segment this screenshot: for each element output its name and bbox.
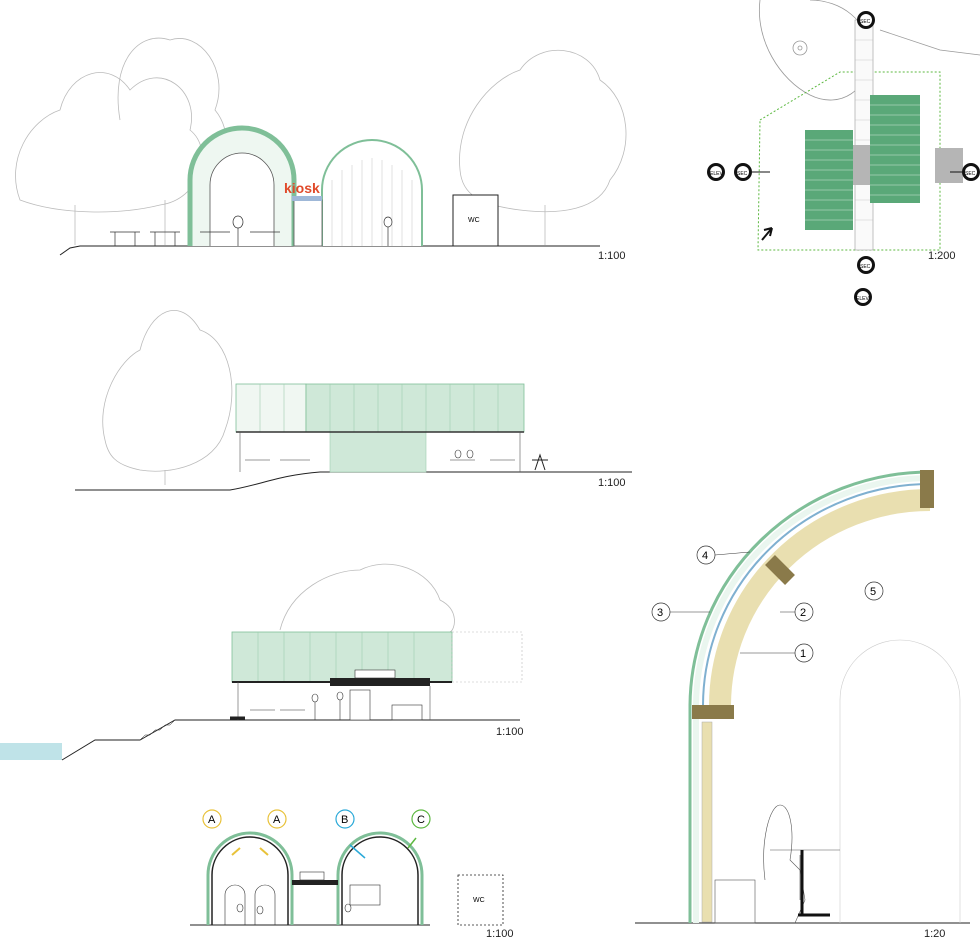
kiosk-sign: kiosk (284, 180, 320, 196)
svg-text:3: 3 (657, 607, 663, 619)
svg-text:A: A (273, 814, 281, 826)
callout-2: 2 (794, 602, 814, 622)
svg-text:B: B (341, 814, 348, 826)
svg-text:ELEV: ELEV (710, 171, 723, 177)
sec-marker-bottom: SEC ELEV (854, 256, 875, 306)
scale-label: 1:100 (496, 726, 524, 738)
callout-c: C (411, 809, 431, 829)
long-section: 1:100 (0, 550, 640, 761)
scale-label: 1:100 (598, 250, 626, 262)
svg-text:A: A (208, 814, 216, 826)
side-elevation-drawing (75, 310, 632, 491)
svg-text:2: 2 (800, 607, 806, 619)
wc-label: WC (473, 897, 485, 904)
front-elevation-drawing: kiosk WC (15, 37, 627, 256)
svg-text:5: 5 (870, 586, 876, 598)
svg-text:SEC: SEC (737, 171, 748, 177)
callout-5: 5 (864, 581, 884, 601)
svg-text:4: 4 (702, 550, 708, 562)
svg-text:SEC: SEC (860, 19, 871, 25)
cross-section: WC A A B C 1:100 (180, 800, 520, 945)
sec-marker-right: SEC (950, 163, 980, 181)
wc-label: WC (468, 217, 480, 224)
detail-section-drawing: 4 3 2 1 5 (635, 470, 970, 924)
callout-3: 3 (651, 602, 671, 622)
scale-label: 1:200 (928, 250, 956, 262)
callout-b: B (335, 809, 355, 829)
svg-text:SEC: SEC (965, 171, 976, 177)
cross-section-drawing: WC A A B C (190, 809, 504, 926)
svg-text:1: 1 (800, 648, 806, 660)
callout-a-1: A (202, 809, 222, 829)
site-plan-drawing: SEC ELEV SEC SEC SEC ELEV (707, 0, 980, 306)
site-plan: SEC ELEV SEC SEC SEC ELEV 1:200 (700, 0, 980, 310)
side-elevation: 1:100 (0, 290, 640, 500)
front-elevation: kiosk WC 1:100 (0, 0, 640, 270)
scale-label: 1:100 (598, 477, 626, 489)
long-section-drawing (0, 563, 523, 761)
scale-label: 1:20 (924, 928, 946, 940)
tree-right-group (459, 49, 627, 245)
detail-section: 4 3 2 1 5 1:20 (630, 460, 980, 945)
svg-text:C: C (417, 814, 425, 826)
sec-marker-top: SEC (857, 11, 875, 29)
sec-marker-left: SEC ELEV (707, 163, 770, 181)
scale-label: 1:100 (486, 928, 514, 940)
water (0, 743, 62, 760)
callout-4: 4 (696, 545, 716, 565)
callout-1: 1 (794, 643, 814, 663)
svg-text:ELEV: ELEV (856, 296, 869, 302)
svg-text:SEC: SEC (860, 264, 871, 270)
callout-a-2: A (267, 809, 287, 829)
